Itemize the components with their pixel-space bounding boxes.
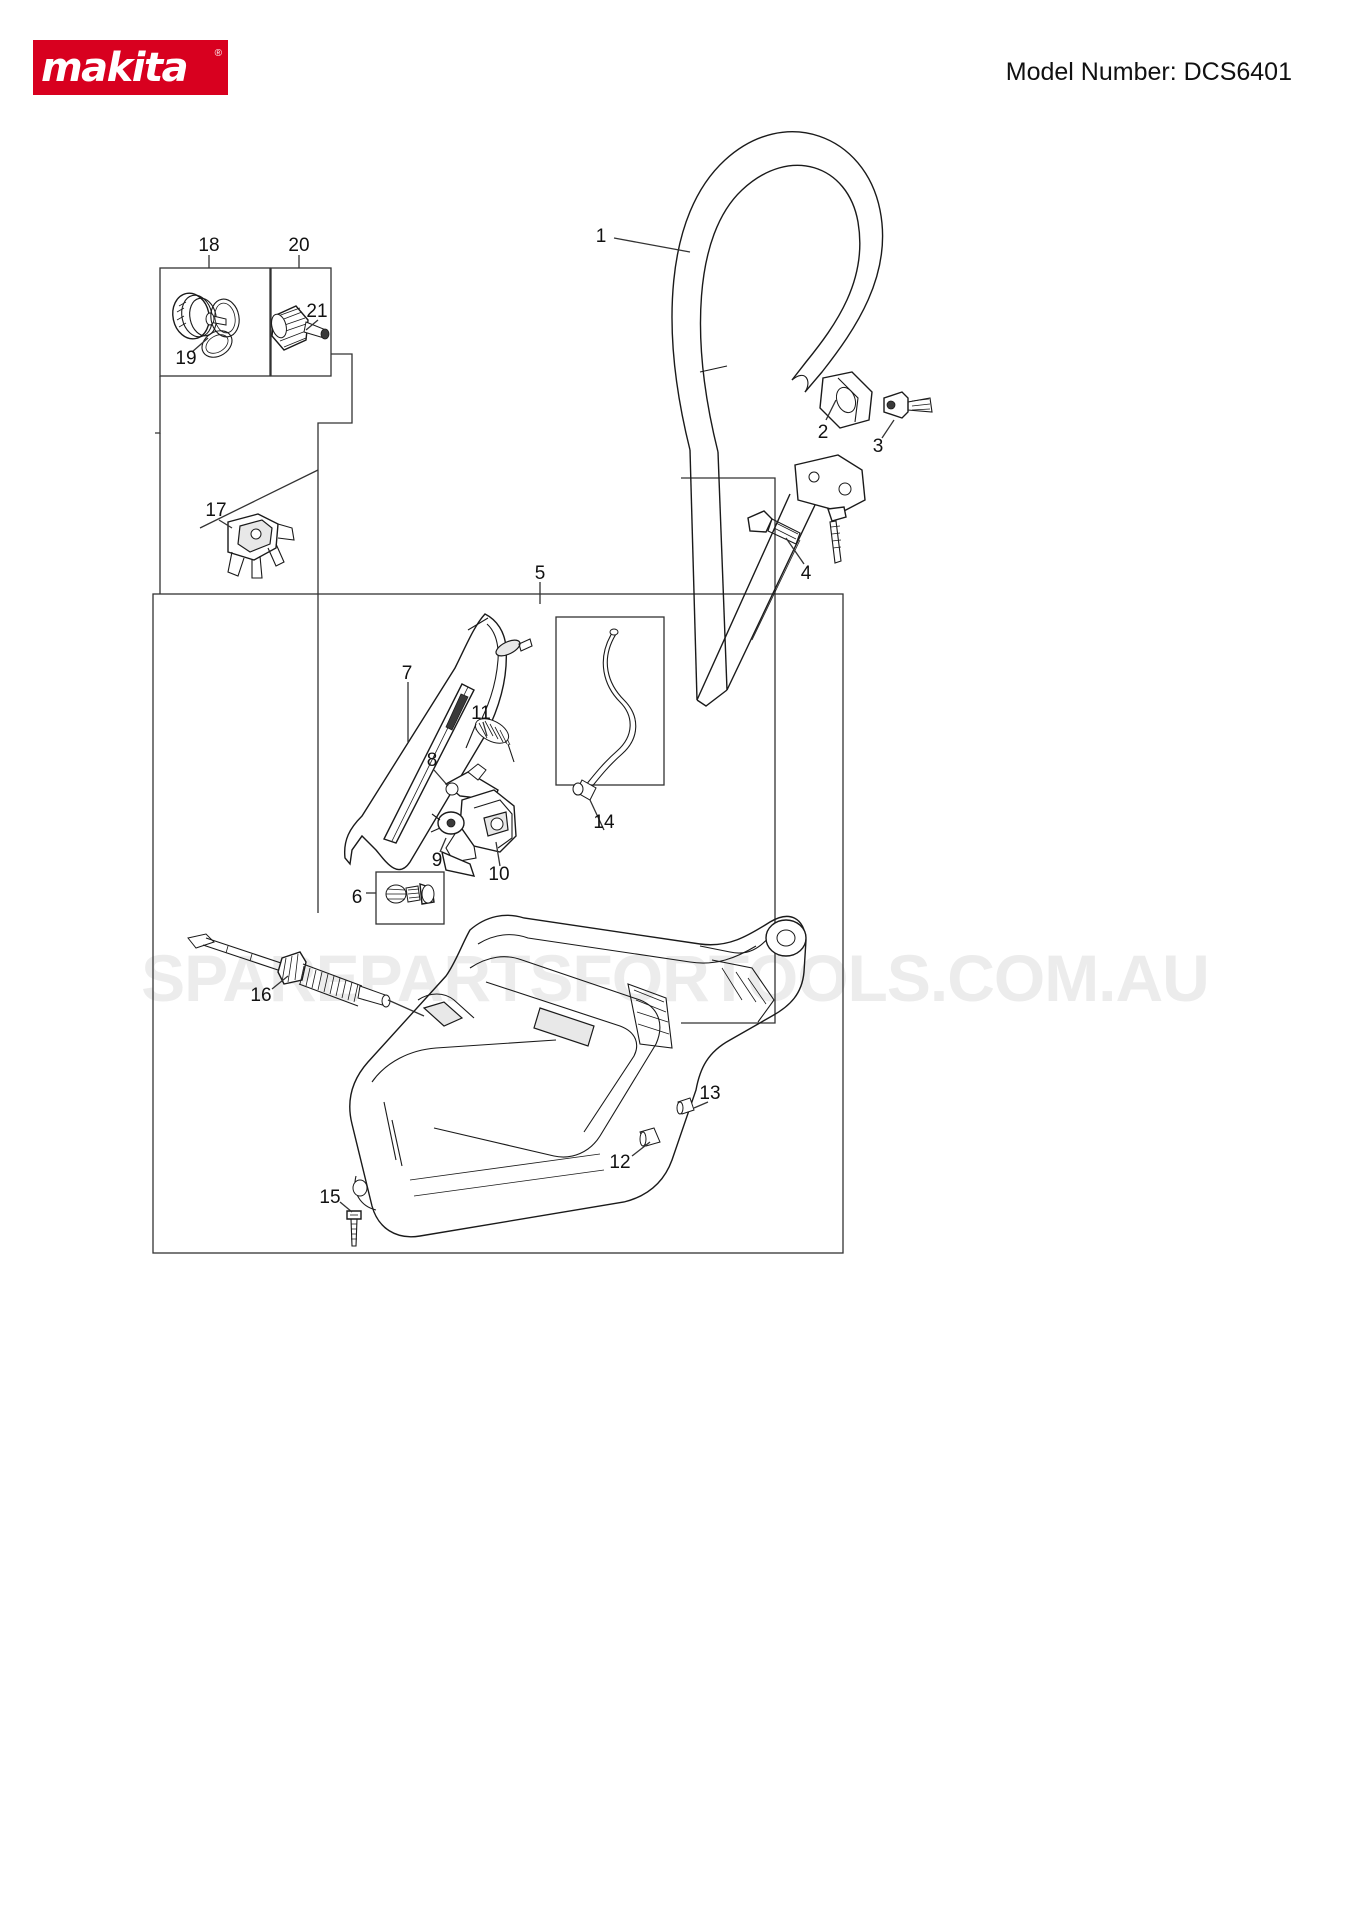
part-tapping-screw-a — [747, 510, 801, 545]
callout-2: 2 — [818, 422, 829, 443]
connector-oil-cap — [155, 376, 161, 434]
callout-1: 1 — [596, 226, 607, 247]
part-front-handle — [671, 131, 884, 707]
part-brake-band — [187, 933, 425, 1017]
part-brake-lever — [441, 789, 517, 877]
part-hex-bolt — [883, 391, 933, 419]
part-brake-spring — [465, 718, 515, 763]
part-guard-insert — [383, 683, 475, 844]
callout-14: 14 — [593, 812, 615, 833]
box-oil-cap — [159, 267, 271, 377]
group-boxes — [152, 267, 844, 1254]
callout-13: 13 — [699, 1083, 720, 1104]
part-o-ring — [201, 298, 240, 358]
callout-5: 5 — [535, 563, 546, 584]
part-oil-tank-cap — [172, 292, 227, 340]
callout-4: 4 — [801, 563, 812, 584]
box-main-assembly — [152, 593, 844, 1254]
model-number-label: Model Number: DCS6401 — [1005, 58, 1292, 86]
part-handle-clamp — [819, 371, 873, 429]
callout-10: 10 — [488, 864, 509, 885]
callout-3: 3 — [873, 436, 884, 457]
callout-7: 7 — [402, 663, 413, 684]
callout-17: 17 — [205, 500, 226, 521]
callout-labels: 1 2 3 4 5 6 7 8 9 10 11 12 13 14 15 16 1… — [175, 226, 883, 1208]
callout-16: 16 — [250, 985, 271, 1006]
callout-18: 18 — [198, 235, 219, 256]
part-spring-pin-long — [676, 1097, 695, 1115]
callout-11: 11 — [471, 703, 491, 724]
makita-wordmark: makita — [41, 45, 189, 91]
part-spring-pin-short — [639, 1127, 661, 1147]
part-tapping-screw-b — [827, 506, 847, 564]
part-bushing-set — [385, 882, 435, 905]
registered-trademark-icon: ® — [214, 48, 222, 59]
callout-21: 21 — [306, 301, 327, 322]
part-hand-guard — [343, 613, 533, 871]
callout-20: 20 — [288, 235, 309, 256]
connector-oil-filter — [317, 353, 353, 913]
makita-logo: makita ® — [33, 40, 228, 95]
callout-6: 6 — [352, 887, 363, 908]
part-clamp-bracket — [227, 513, 295, 579]
part-oil-filter — [271, 305, 330, 351]
box-oil-hose — [555, 616, 665, 786]
box-handle-frame — [681, 477, 776, 1024]
callout-12: 12 — [609, 1152, 630, 1173]
callout-15: 15 — [319, 1187, 340, 1208]
callout-9: 9 — [432, 850, 443, 871]
part-brake-housing — [349, 914, 807, 1238]
box-bushing — [375, 871, 445, 925]
box-oil-filter — [270, 267, 332, 377]
part-pan-head-screw — [346, 1210, 362, 1247]
part-brake-pin — [430, 811, 465, 835]
callout-19: 19 — [175, 348, 196, 369]
part-oil-hose — [572, 628, 637, 801]
leader-lines — [191, 237, 895, 1213]
callout-8: 8 — [427, 750, 438, 771]
connector-bracket — [199, 469, 319, 529]
